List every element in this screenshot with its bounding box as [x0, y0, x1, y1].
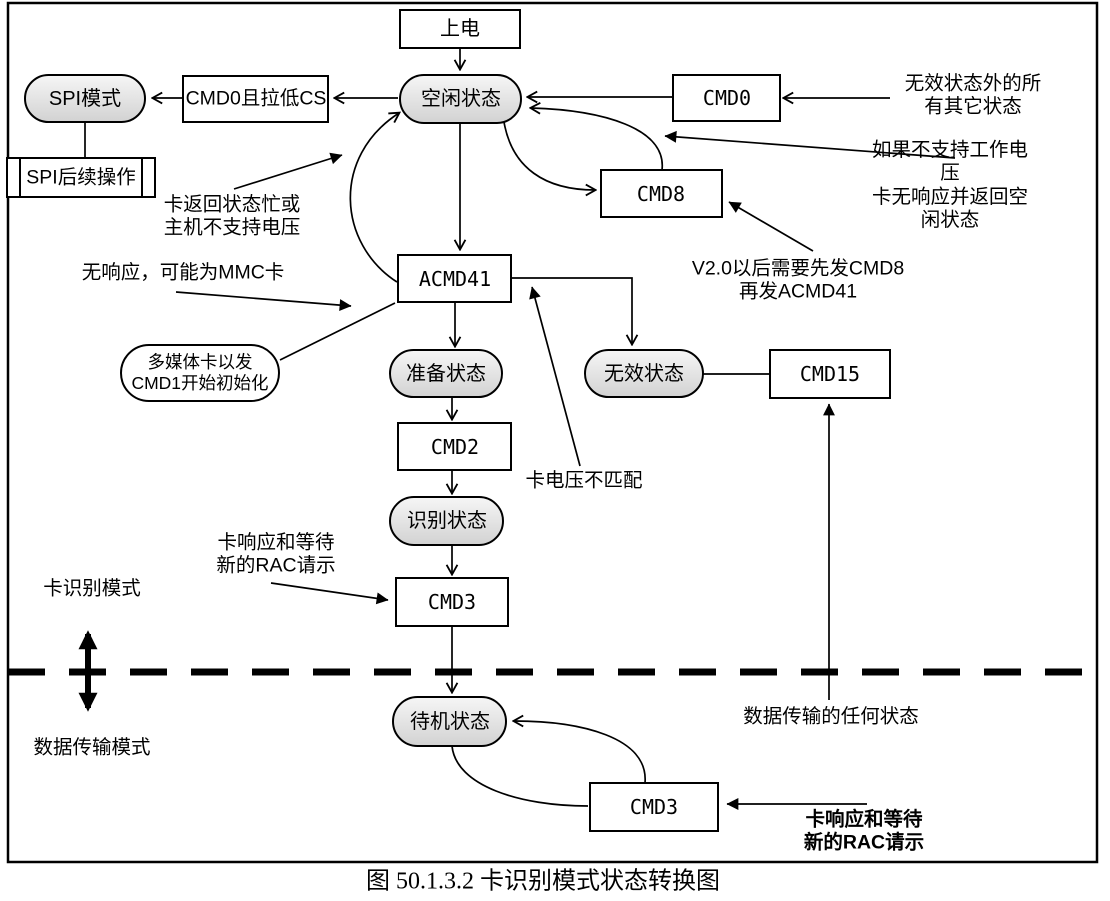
- node-label-power-on: 上电: [440, 18, 480, 40]
- pointer-busy-label: [233, 152, 343, 190]
- annotation-data-transfer-mode: 数据传输模式: [33, 736, 151, 759]
- node-acmd41-shape: [397, 254, 512, 303]
- node-cmd8-shape: [600, 169, 723, 218]
- pointer-voltage-mismatch-label: [529, 286, 581, 467]
- edge-cmd8-to-idle: [531, 108, 663, 171]
- annotation-v2-cmd8-first: V2.0以后需要先发CMD8 再发ACMD41: [691, 257, 905, 303]
- node-label-invalid: 无效状态: [604, 363, 684, 385]
- annotation-no-response-mmc: 无响应，可能为MMC卡: [81, 261, 285, 284]
- node-label-cmd8: CMD8: [636, 182, 686, 206]
- node-label-spi-followup: SPI后续操作: [26, 166, 136, 189]
- node-cmd15-shape: [769, 349, 891, 399]
- annotation-any-data-state: 数据传输的任何状态: [743, 705, 919, 728]
- pointer-v2-label: [728, 201, 814, 252]
- node-cmd0-pull-cs-shape: [182, 75, 329, 123]
- diagram-frame: [6, 1, 1099, 864]
- node-label-cmd15: CMD15: [799, 362, 861, 386]
- annotation-rac-request-upper: 卡响应和等待 新的RAC请示: [216, 531, 336, 577]
- node-idle-shape: [399, 74, 522, 124]
- node-spi-followup-bars: [19, 158, 143, 197]
- node-label-cmd0: CMD0: [702, 86, 752, 110]
- edge-acmd41-to-idle-curve: [349, 113, 399, 283]
- pointer-voltage-unsupported-label: [664, 130, 956, 159]
- node-label-idle: 空闲状态: [421, 88, 501, 110]
- node-cmd3-lower-shape: [589, 782, 719, 832]
- node-label-standby: 待机状态: [410, 711, 490, 733]
- annotation-card-ident-mode: 卡识别模式: [43, 577, 141, 600]
- edge-mmc-to-acmd41: [279, 302, 396, 361]
- node-label-identification: 识别状态: [407, 510, 487, 532]
- node-label-cmd0-pull-cs: CMD0且拉低CS: [185, 87, 327, 110]
- node-label-spi-mode: SPI模式: [48, 88, 122, 110]
- node-label-mmc-init: 多媒体卡以发 CMD1开始初始化: [131, 352, 269, 393]
- edge-acmd41-to-invalid: [511, 277, 632, 344]
- node-spi-followup-shape: [6, 157, 156, 198]
- node-identification-shape: [389, 496, 504, 546]
- figure-caption: 图 50.1.3.2 卡识别模式状态转换图: [366, 868, 720, 895]
- node-label-cmd3-lower: CMD3: [629, 795, 679, 819]
- edge-idle-to-cmd8: [503, 121, 595, 190]
- node-mmc-init-shape: [120, 344, 280, 402]
- node-cmd0-shape: [672, 74, 781, 122]
- node-spi-mode-shape: [24, 74, 146, 123]
- pointer-noresponse-label: [175, 291, 352, 312]
- node-cmd2-shape: [397, 422, 512, 471]
- node-ready-shape: [389, 349, 503, 398]
- node-label-cmd3-upper: CMD3: [427, 590, 477, 614]
- annotation-all-other-states: 无效状态外的所 有其它状态: [904, 72, 1042, 118]
- annotation-busy-or-unsupported: 卡返回状态忙或 主机不支持电压: [163, 193, 301, 239]
- node-label-cmd2: CMD2: [430, 435, 480, 459]
- annotation-voltage-not-supported: 如果不支持工作电压 卡无响应并返回空闲状态: [871, 139, 1028, 232]
- node-label-acmd41: ACMD41: [418, 267, 492, 291]
- node-label-ready: 准备状态: [406, 363, 486, 385]
- annotation-voltage-mismatch: 卡电压不匹配: [525, 469, 643, 492]
- node-invalid-shape: [584, 349, 704, 398]
- annotation-rac-request-lower: 卡响应和等待 新的RAC请示: [803, 808, 925, 854]
- node-power-on-shape: [399, 9, 521, 49]
- node-standby-shape: [392, 696, 507, 747]
- edge-cmd3lower-to-standby: [514, 721, 646, 784]
- pointer-rac-upper-label: [270, 582, 389, 605]
- edge-standby-to-cmd3lower: [451, 745, 589, 807]
- node-cmd3-upper-shape: [395, 577, 509, 627]
